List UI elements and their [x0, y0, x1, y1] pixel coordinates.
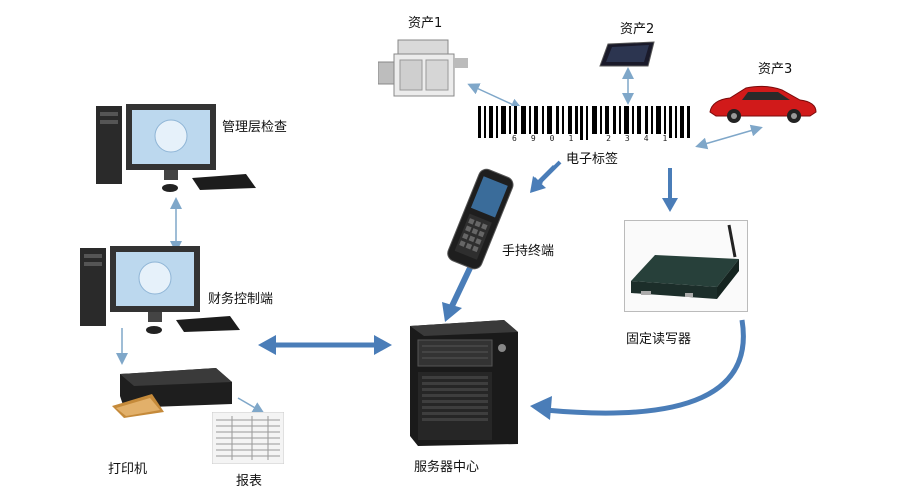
finance-pc	[80, 246, 244, 336]
asset1-label: 资产1	[408, 16, 443, 31]
asset3-label: 资产3	[758, 62, 793, 77]
printer-label: 打印机	[108, 462, 148, 477]
printer-report-link	[237, 397, 265, 414]
handheld-server-arrow	[449, 266, 473, 308]
management-check-label: 管理层检查	[222, 120, 288, 135]
report-sheet	[211, 411, 285, 465]
asset2-tablet	[598, 40, 658, 68]
finance-terminal-label: 财务控制端	[208, 292, 274, 307]
management-pc	[96, 104, 260, 194]
server-center-label: 服务器中心	[414, 460, 480, 475]
asset2-label: 资产2	[620, 22, 655, 37]
reader-server-arrow	[544, 319, 746, 416]
printer	[112, 360, 238, 420]
asset3-tag-link	[695, 124, 763, 150]
server-tower	[396, 318, 524, 448]
asset1-tag-link	[467, 83, 523, 110]
report-label: 报表	[236, 474, 263, 489]
barcode-digits: 6901 2341	[512, 134, 682, 143]
handheld-terminal	[440, 168, 520, 272]
handheld-terminal-label: 手持终端	[502, 244, 555, 259]
rfid-tag-label: 电子标签	[566, 152, 619, 167]
fixed-reader-label: 固定读写器	[626, 332, 692, 347]
asset3-car	[706, 82, 818, 124]
fixed-reader-frame	[624, 220, 748, 312]
rfid-barcode	[476, 106, 692, 144]
asset1-copier	[377, 34, 470, 100]
